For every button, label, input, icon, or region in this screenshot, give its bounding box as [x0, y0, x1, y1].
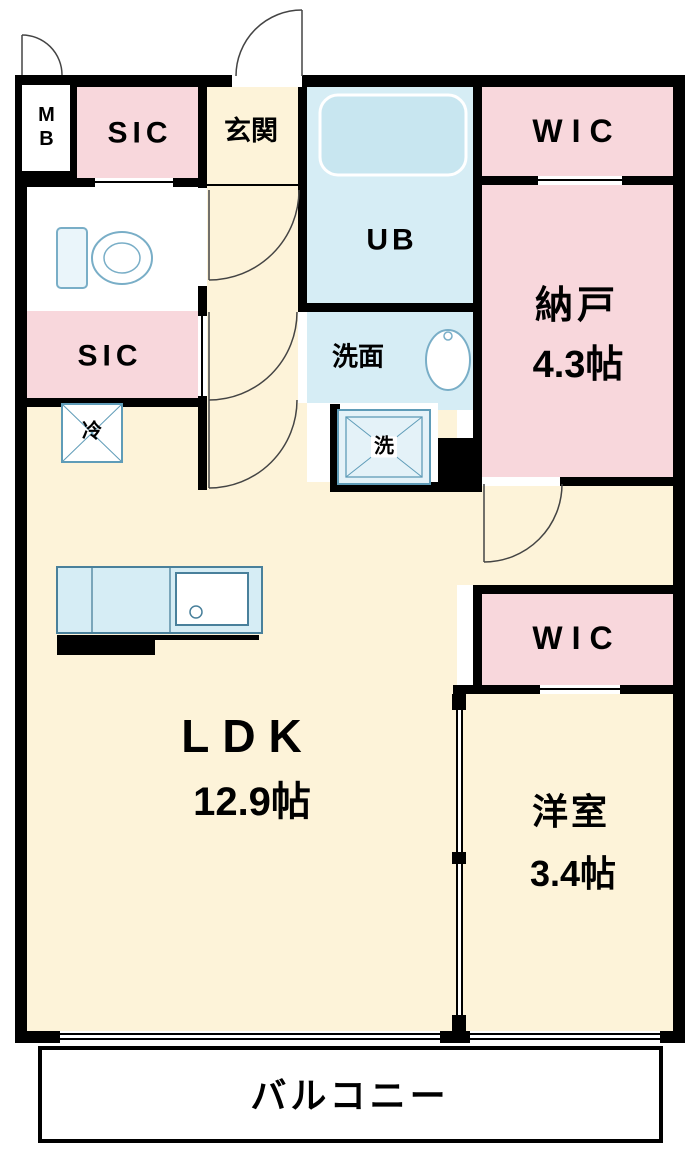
label-genkan: 玄関 [224, 115, 278, 146]
toilet-door-arc [208, 189, 300, 281]
label-senmen: 洗面 [331, 341, 385, 372]
wall-laundry-west [330, 404, 340, 492]
label-sic2: SIC [77, 339, 143, 373]
label-ldk: LDK [181, 709, 315, 762]
label-nando-size: 4.3帖 [532, 344, 624, 387]
wall-above-wic2 [473, 585, 673, 594]
label-laundry: 洗 [371, 436, 397, 458]
label-fridge: 冷 [82, 420, 102, 443]
window-ldk-line-a [60, 1033, 440, 1035]
wall-wic2-west [473, 585, 482, 694]
wall-right [673, 75, 685, 1043]
washbasin-icon [425, 329, 471, 391]
entry-door-arc [235, 9, 303, 77]
nando-door-arc [483, 483, 563, 563]
window-ldk-line-b [60, 1038, 440, 1040]
partition-line-a [456, 694, 458, 1031]
label-yoshitsu: 洋室 [531, 791, 611, 833]
wall-ub-senmen [298, 303, 473, 312]
room-sic2 [27, 311, 198, 398]
senmen-door-arc [208, 311, 298, 401]
refrigerator-icon [61, 403, 123, 463]
wall-top [15, 75, 685, 87]
room-ldk [27, 403, 457, 1031]
kitchen-counter-base-thick [57, 640, 155, 655]
kitchen-counter-icon [56, 566, 263, 634]
wall-left [15, 75, 27, 1043]
label-sic1: SIC [107, 116, 173, 150]
room-sic1 [77, 87, 198, 178]
entrance-opening [232, 75, 302, 87]
room-corridor-east [457, 486, 673, 585]
wic1-door-line [538, 179, 622, 181]
wic2-door-line [540, 688, 620, 690]
label-ub: UB [366, 223, 418, 257]
wall-laundry-south [330, 482, 473, 492]
label-wic2: WIC [532, 620, 622, 657]
label-wic1: WIC [532, 113, 622, 150]
kitchen-counter-base-thin [57, 635, 259, 640]
wall-below-sic2 [15, 398, 207, 407]
room-nando [482, 185, 673, 477]
genkan-step-line [207, 184, 298, 186]
wall-laundry-east-block [438, 438, 473, 482]
window-yoshitsu-line-b [470, 1038, 660, 1040]
room-hallway [207, 185, 298, 490]
balcony [38, 1046, 663, 1143]
room-yoshitsu [462, 694, 673, 1031]
label-ldk-size: 12.9帖 [193, 780, 311, 824]
room-wic1 [482, 87, 673, 176]
label-nando: 納戸 [534, 285, 620, 328]
wall-ub-east [473, 75, 482, 492]
wall-hall-east [298, 75, 307, 312]
window-yoshitsu-line-a [470, 1033, 660, 1035]
room-wic2 [482, 594, 673, 685]
label-yoshitsu-size: 3.4帖 [529, 853, 617, 895]
label-balcony: バルコニー [250, 1075, 450, 1117]
toilet-icon [56, 227, 153, 289]
toilet-door-opening [198, 188, 207, 286]
bathtub-icon [318, 93, 468, 177]
porch-door-arc [21, 34, 63, 76]
room-genkan [207, 87, 298, 185]
ldk-door-arc [208, 399, 298, 489]
sic1-door-line [95, 181, 173, 183]
partition-line-b [461, 694, 463, 1031]
wall-below-nando [560, 477, 673, 486]
sic2-door-line [201, 316, 203, 396]
meter-box [15, 78, 77, 178]
label-mb: MB [35, 104, 58, 152]
